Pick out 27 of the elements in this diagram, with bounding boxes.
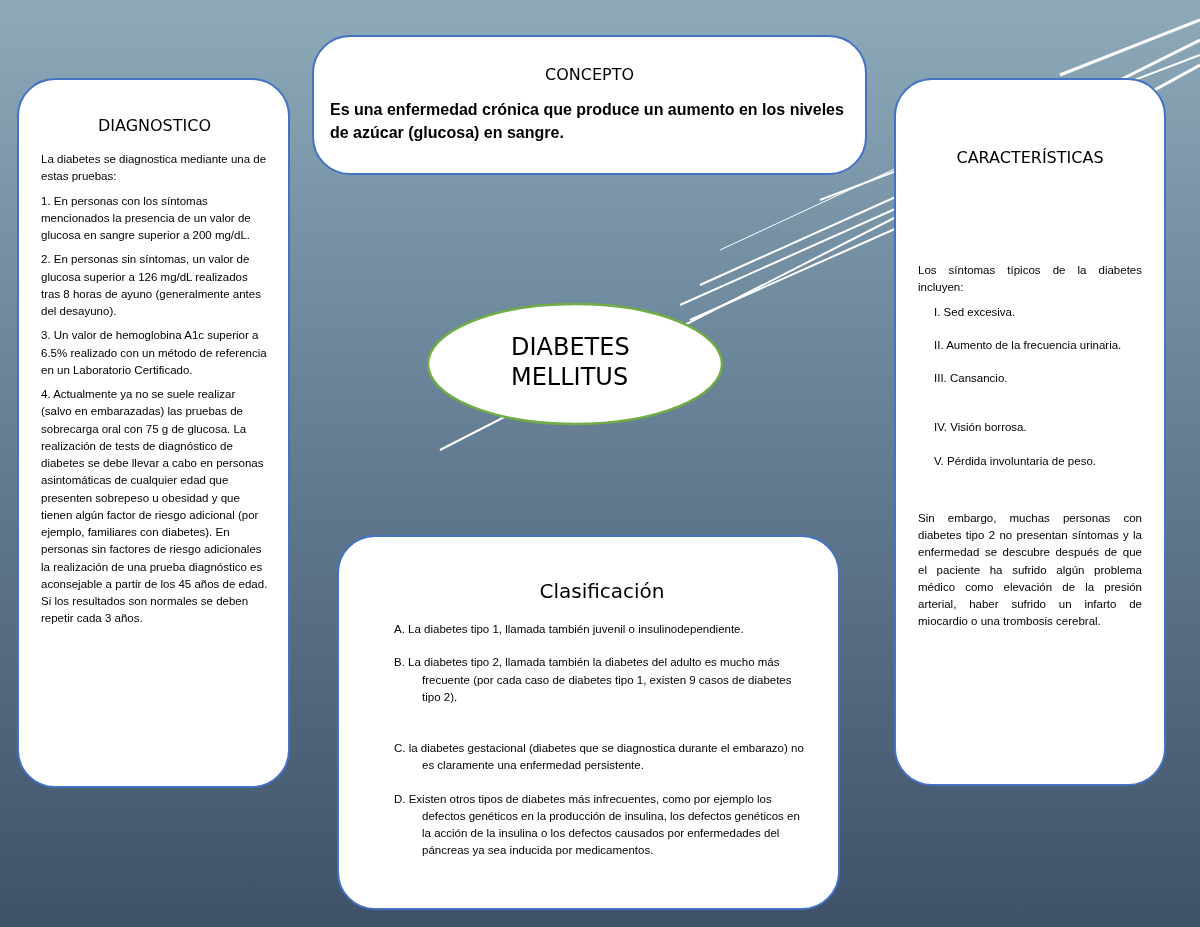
paragraph: Es una enfermedad crónica que produce un aumento en los niveles de azúcar (glucosa) en sangre.: [330, 100, 845, 144]
list-item: D. Existen otros tipos de diabetes más infrecuentes, como por ejemplo los defectos genéticos en la producción de insulina, los defectos genéticos en la acción de la insulina o los defectos causados por enfermedades del páncreas ya sea inducida por medicamentos.: [394, 791, 801, 859]
rounded-card: [312, 35, 867, 175]
rounded-card: [337, 535, 840, 910]
list-item: B. La diabetes tipo 2, llamada también la diabetes del adulto es mucho más frecuente (por cada caso de diabetes tipo 1, existen 9 casos de diabetes tipo 2).: [394, 655, 793, 705]
card-heading: CARACTERÍSTICAS: [955, 148, 1105, 167]
list-item: A. La diabetes tipo 1, llamada también juvenil o insulinodependiente.: [394, 622, 745, 637]
rounded-card: [17, 78, 290, 788]
paragraph: Sin embargo, muchas personas con diabetes tipo 2 no presentan síntomas y la enfermedad se descubre después de que el paciente ha sufrido algún problema médico como elevación de la presión arterial, haber sufrido un infarto de miocardio o una trombosis cerebral.: [918, 510, 1142, 630]
paragraph: Los síntomas típicos de la diabetes incluyen:: [918, 263, 1142, 296]
paragraph: La diabetes se diagnostica mediante una de estas pruebas:: [41, 152, 268, 185]
paragraph: 3. Un valor de hemoglobina A1c superior a 6.5% realizado con un método de referencia en un Laboratorio Certificado.: [41, 328, 268, 378]
card-heading: CONCEPTO: [544, 65, 635, 84]
paragraph: 1. En personas con los síntomas mencionados la presencia de un valor de glucosa en sangre superior a 200 mg/dL.: [41, 193, 252, 243]
paragraph: 4. Actualmente ya no se suele realizar (salvo en embarazadas) las pruebas de sobrecarga oral con 75 g de glucosa. La realización de tests de diagnóstico de diabetes se debe llevar a cabo en personas asintomáticas de cualquier edad que presenten sobrepeso u obesidad y que tienen algún factor de riesgo adicional (por ejemplo, familiares con diabetes). En personas sin factores de riesgo adicionales la realización de una prueba diagnóstico es aconsejable a partir de los 45 años de edad. Si los resultados son normales se deben repetir cada 3 años.: [41, 387, 268, 627]
card-heading: Clasificación: [538, 579, 666, 603]
list-item: II. Aumento de la frecuencia urinaria.: [933, 337, 1123, 353]
list-item: I. Sed excesiva.: [933, 304, 1017, 320]
list-item: IV. Visión borrosa.: [933, 420, 1028, 436]
topic-ellipse: [426, 302, 724, 426]
card-heading: DIAGNOSTICO: [96, 116, 213, 135]
list-item: III. Cansancio.: [933, 371, 1009, 386]
topic-title: DIABETES MELLITUS: [511, 332, 631, 392]
list-item: C. la diabetes gestacional (diabetes que se diagnostica durante el embarazo) no es claramente una enfermedad persistente.: [394, 741, 805, 774]
rounded-card: [894, 78, 1166, 786]
paragraph: 2. En personas sin síntomas, un valor de glucosa superior a 126 mg/dL realizados tras 8 horas de ayuno (generalmente antes del desayuno).: [41, 252, 262, 319]
list-item: V. Pérdida involuntaria de peso.: [933, 453, 1097, 469]
